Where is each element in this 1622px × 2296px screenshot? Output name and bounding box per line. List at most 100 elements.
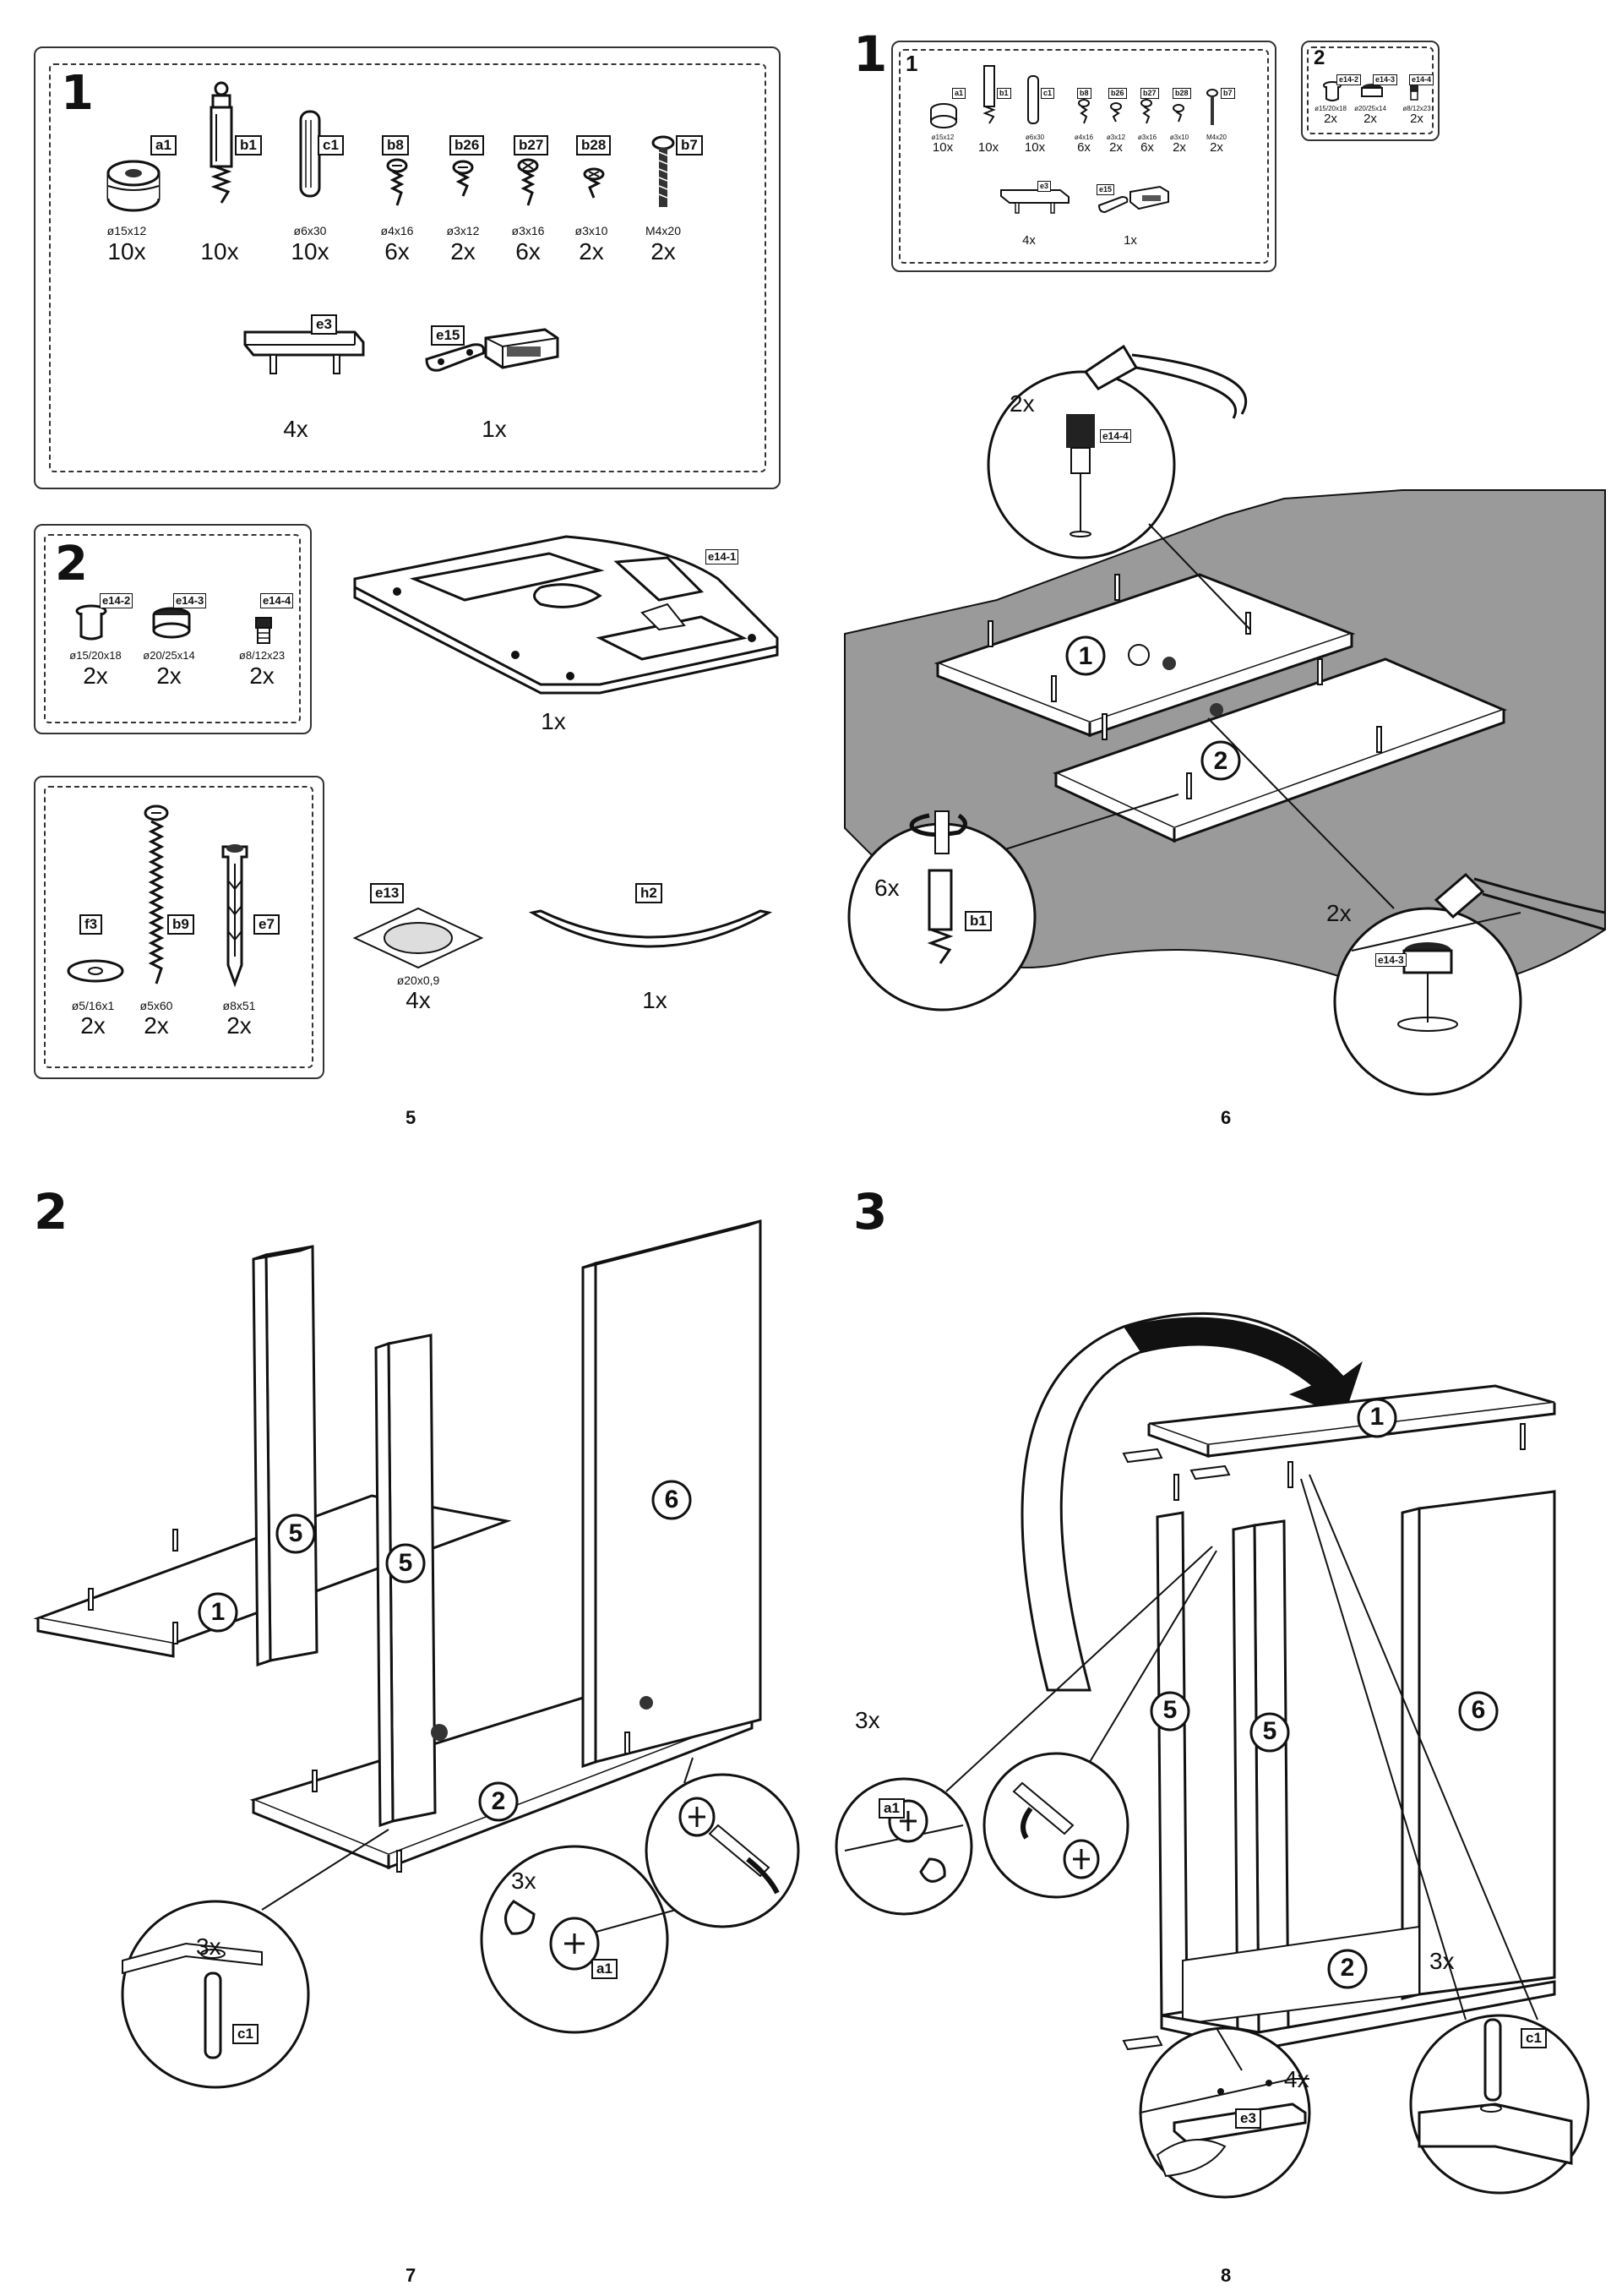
mini-dim-e14-4: ø8/12x23 <box>1402 105 1431 112</box>
part-dim-e14-4: ø8/12x23 <box>238 649 286 662</box>
handle-icon <box>243 330 365 374</box>
page-number-8: 8 <box>1221 2265 1232 2286</box>
callout-left-code: b1 <box>965 911 992 931</box>
part-code-b26: b26 <box>449 135 485 155</box>
part-dim-b27: ø3x16 <box>511 224 545 237</box>
part-qty-b1: 10x <box>200 238 239 265</box>
panel-label-5b: 5 <box>1262 1717 1277 1745</box>
part-dim-c1: ø6x30 <box>293 224 327 237</box>
callout-cam-code: a1 <box>591 1959 618 1979</box>
part-dim-e14-2: ø15/20x18 <box>69 649 122 662</box>
mini-bag-2-number: 2 <box>1314 46 1325 69</box>
part-code-e14-1: e14-1 <box>705 549 739 564</box>
part-qty-e7: 2x <box>226 1012 252 1039</box>
mini-bag-2-outline <box>1301 41 1440 141</box>
callout-cam-qty: 3x <box>855 1707 880 1733</box>
mini-code-e14-2: e14-2 <box>1336 74 1362 85</box>
mini-code-c1: c1 <box>1041 88 1055 99</box>
part-qty-e15: 1x <box>482 416 507 442</box>
step-3-illustration <box>835 1312 1590 2199</box>
mini-qty-b28: 2x <box>1173 140 1186 155</box>
panel-label-6: 6 <box>1471 1696 1486 1724</box>
cam-bolt-icon <box>210 81 233 204</box>
part-qty-e13: 4x <box>406 987 431 1013</box>
mini-handle-icon <box>1000 189 1070 214</box>
part-code-h2: h2 <box>635 883 662 903</box>
part-dim-b28: ø3x10 <box>574 224 608 237</box>
mini-qty-b27: 6x <box>1140 140 1154 155</box>
mini-qty-e14-4: 2x <box>1410 112 1423 126</box>
mini-qty-e3: 4x <box>1022 233 1036 248</box>
mini-dim-e14-2: ø15/20x18 <box>1314 105 1347 112</box>
mini-bag-1-seal <box>899 49 1269 264</box>
mini-code-b1: b1 <box>997 88 1011 99</box>
mini-qty-e15: 1x <box>1124 233 1137 248</box>
step-1-illustration <box>844 344 1606 1096</box>
part-dim-e14-3: ø20/25x14 <box>143 649 195 662</box>
panel-label-5a: 5 <box>1162 1696 1178 1724</box>
mini-code-b26: b26 <box>1108 88 1127 99</box>
callout-top-code: e14-4 <box>1100 429 1131 443</box>
part-dim-e13: ø20x0,9 <box>396 973 440 987</box>
part-dim-e7: ø8x51 <box>222 999 256 1012</box>
panel-label-1: 1 <box>1078 642 1093 670</box>
part-dim-b7: M4x20 <box>645 224 682 237</box>
felt-pad-icon <box>352 907 484 969</box>
step-number-1: 1 <box>853 25 888 83</box>
bearing-cap-icon <box>152 607 191 639</box>
callout-cam-qty: 3x <box>511 1868 536 1894</box>
long-screw-icon <box>144 804 169 984</box>
part-code-f3: f3 <box>79 914 103 935</box>
callout-left-qty: 6x <box>874 875 900 901</box>
screw-icon <box>386 158 408 206</box>
callout-dowel-code: c1 <box>1521 2028 1547 2048</box>
panel-label-5a: 5 <box>288 1519 303 1547</box>
screw-icon <box>452 160 474 197</box>
bolt-icon <box>651 135 675 207</box>
part-dim-a1: ø15x12 <box>106 224 147 237</box>
part-code-b27: b27 <box>514 135 549 155</box>
part-qty-b8: 6x <box>384 238 410 265</box>
bag-3-outline <box>34 776 324 1079</box>
page-number-6: 6 <box>1221 1107 1232 1128</box>
panel-label-2: 2 <box>491 1787 506 1815</box>
step-number-2: 2 <box>34 1183 68 1241</box>
part-qty-c1: 10x <box>291 238 329 265</box>
part-qty-b9: 2x <box>144 1012 169 1039</box>
part-code-e15: e15 <box>431 325 465 346</box>
page-number-7: 7 <box>406 2265 416 2286</box>
mini-magnet-icon <box>1097 185 1169 214</box>
mini-qty-b8: 6x <box>1077 140 1091 155</box>
part-dim-f3: ø5/16x1 <box>71 999 115 1012</box>
mini-dim-e14-3: ø20/25x14 <box>1354 105 1386 112</box>
bag-2-number: 2 <box>55 537 88 592</box>
part-code-e14-4: e14-4 <box>260 593 294 608</box>
part-code-e13: e13 <box>370 883 405 903</box>
part-qty-f3: 2x <box>80 1012 106 1039</box>
mini-code-b7: b7 <box>1221 88 1235 99</box>
mini-dim-b27: ø3x16 <box>1137 134 1157 141</box>
bag-2-outline <box>34 524 312 734</box>
part-qty-h2: 1x <box>642 987 667 1013</box>
part-qty-b7: 2x <box>650 238 676 265</box>
callout-top-qty: 2x <box>1010 390 1035 417</box>
part-code-e14-2: e14-2 <box>100 593 133 608</box>
washer-icon <box>67 959 124 983</box>
mini-dim-b26: ø3x12 <box>1106 134 1126 141</box>
step-number-3: 3 <box>853 1183 888 1241</box>
part-qty-e14-1: 1x <box>541 708 566 734</box>
callout-right-qty: 2x <box>1326 900 1352 926</box>
mini-qty-c1: 10x <box>1024 140 1046 155</box>
callout-cam-code: a1 <box>879 1798 905 1819</box>
callout-dowel-code: c1 <box>232 2024 259 2044</box>
part-code-b1: b1 <box>235 135 262 155</box>
mini-qty-b7: 2x <box>1210 140 1223 155</box>
mini-qty-b1: 10x <box>977 140 999 155</box>
step-2-illustration <box>33 1219 800 2089</box>
callout-handle-qty: 4x <box>1284 2066 1309 2092</box>
mini-code-e3: e3 <box>1037 181 1052 192</box>
part-code-e14-3: e14-3 <box>173 593 207 608</box>
part-qty-e14-4: 2x <box>249 663 275 689</box>
mini-code-b27: b27 <box>1140 88 1159 99</box>
mini-code-e15: e15 <box>1097 184 1115 195</box>
